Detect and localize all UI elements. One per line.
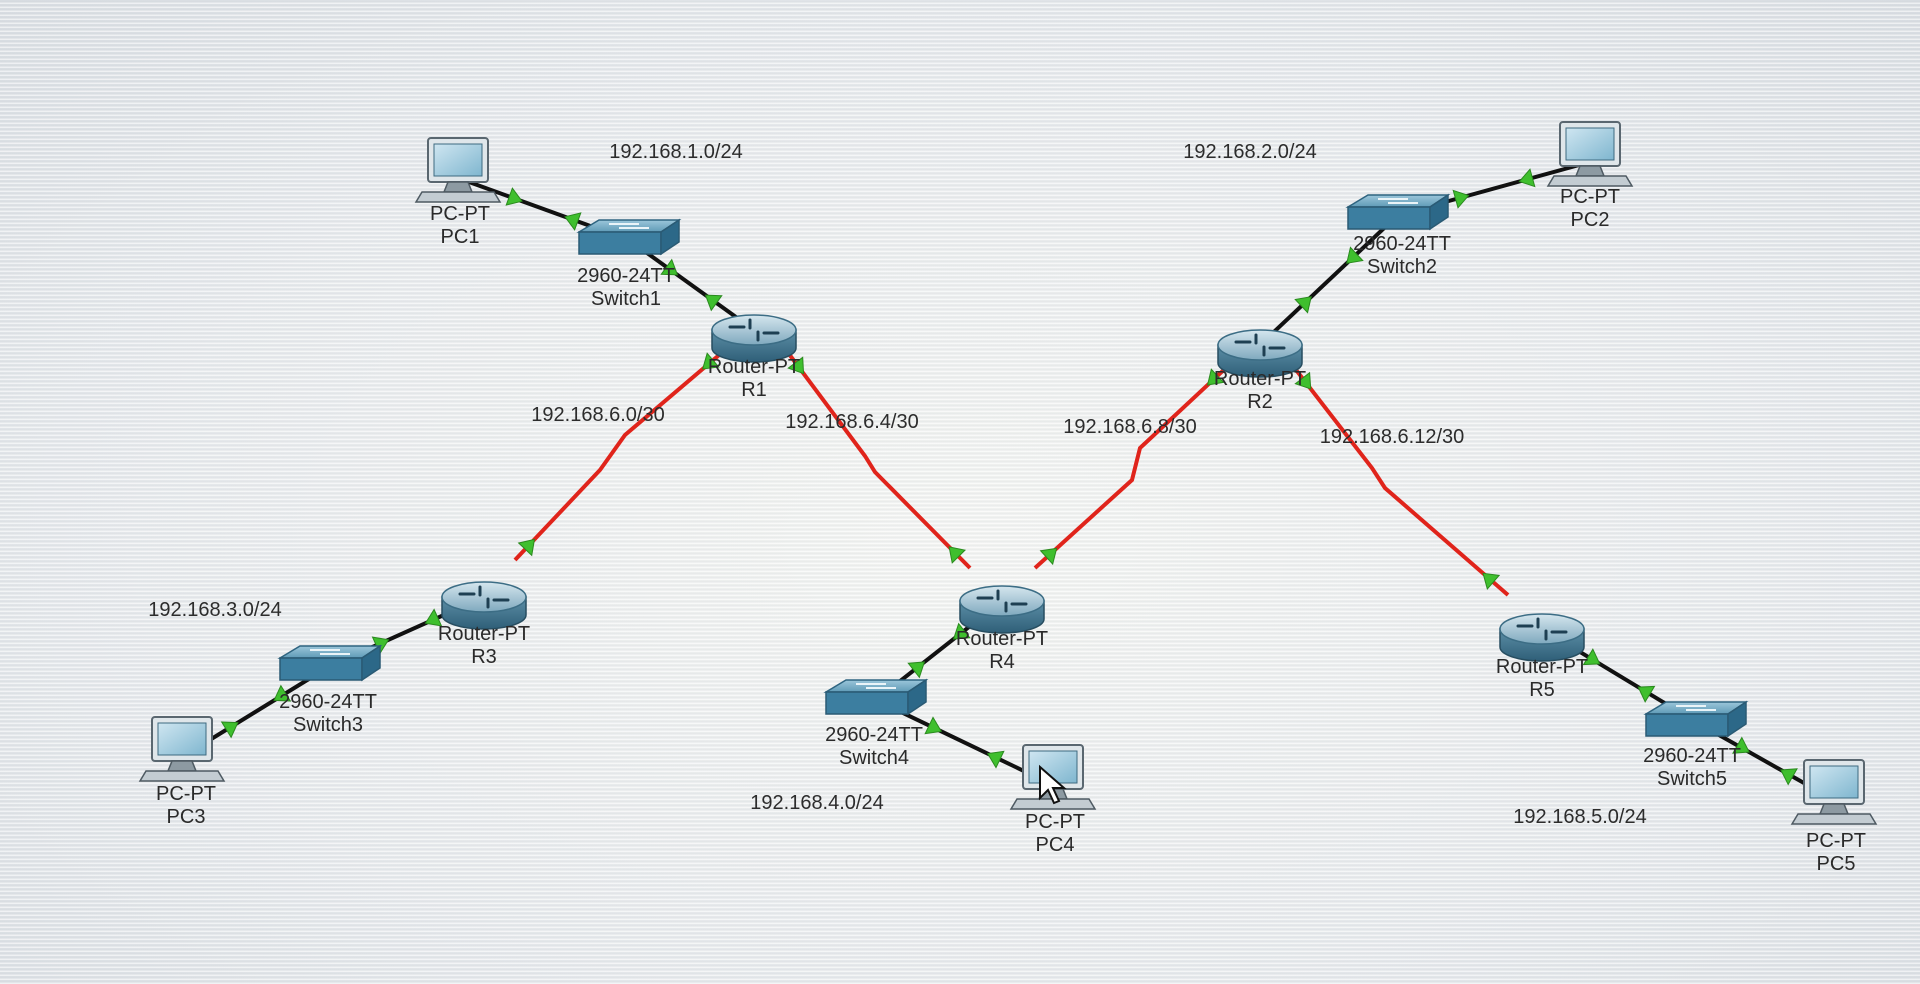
router-icon[interactable] <box>1499 613 1585 662</box>
device-name-label: Switch1 <box>591 288 661 310</box>
link-status-light-icon <box>1637 685 1656 703</box>
device-name-label: Switch5 <box>1657 768 1727 790</box>
link-status-light-icon <box>1039 547 1058 566</box>
device-name-label: Switch3 <box>293 714 363 736</box>
device-model-label: Router-PT <box>708 356 800 378</box>
device-model-label: PC-PT <box>156 783 216 805</box>
serial-link-r1-r3[interactable] <box>513 348 727 562</box>
pc-icon[interactable] <box>414 137 502 203</box>
device-name-label: PC4 <box>1036 834 1075 856</box>
link-status-light-icon <box>424 608 443 627</box>
network-address-label-wan1: 192.168.6.0/30 <box>531 404 664 426</box>
device-name-label: PC2 <box>1571 209 1610 231</box>
serial-link-r2-r5[interactable] <box>1291 364 1510 597</box>
serial-link-r1-r4[interactable] <box>784 348 972 570</box>
link-status-light-icon <box>1780 768 1798 786</box>
switch-icon[interactable] <box>576 218 682 256</box>
link-status-light-icon <box>986 750 1005 769</box>
device-model-label: 2960-24TT <box>825 724 923 746</box>
link-lights-layer <box>220 168 1798 786</box>
pc-icon[interactable] <box>1546 121 1634 187</box>
link-status-light-icon <box>1346 246 1364 264</box>
device-model-label: Router-PT <box>956 628 1048 650</box>
device-model-label: Router-PT <box>1496 656 1588 678</box>
device-name-label: R3 <box>471 646 497 668</box>
network-address-label-wan2: 192.168.6.4/30 <box>785 411 918 433</box>
link-status-light-icon <box>220 721 239 739</box>
ethernet-link-sw2-r2[interactable] <box>1258 213 1400 347</box>
router-icon[interactable] <box>441 581 527 630</box>
link-status-light-icon <box>273 684 292 702</box>
link-status-light-icon <box>1294 296 1312 314</box>
device-model-label: PC-PT <box>1806 830 1866 852</box>
network-address-label-lan3: 192.168.3.0/24 <box>148 599 281 621</box>
device-name-label: R2 <box>1247 391 1273 413</box>
link-status-light-icon <box>907 661 926 679</box>
switch-icon[interactable] <box>823 678 929 716</box>
link-status-light-icon <box>948 546 967 564</box>
network-labels-layer: 192.168.1.0/24 192.168.2.0/24 192.168.3.0/… <box>148 141 1646 828</box>
links-layer <box>180 160 1835 802</box>
ethernet-link-sw1-r1[interactable] <box>627 238 756 332</box>
link-status-light-icon <box>787 356 805 375</box>
device-model-label: 2960-24TT <box>577 265 675 287</box>
network-address-label-lan5: 192.168.5.0/24 <box>1513 806 1646 828</box>
link-status-light-icon <box>1206 368 1225 386</box>
router-icon[interactable] <box>1217 329 1303 378</box>
link-status-light-icon <box>702 352 720 370</box>
link-status-light-icon <box>1518 168 1536 188</box>
device-name-label: Switch2 <box>1367 256 1437 278</box>
network-address-label-lan2: 192.168.2.0/24 <box>1183 141 1316 163</box>
device-model-label: PC-PT <box>1025 811 1085 833</box>
switch-icon[interactable] <box>1643 700 1749 738</box>
mouse-pointer-icon <box>1039 764 1067 805</box>
link-status-light-icon <box>704 294 723 312</box>
device-name-label: R1 <box>741 379 767 401</box>
link-status-light-icon <box>952 622 971 640</box>
link-status-light-icon <box>517 538 536 557</box>
device-model-label: 2960-24TT <box>1643 745 1741 767</box>
serial-link-r2-r4[interactable] <box>1033 364 1230 570</box>
device-model-label: PC-PT <box>430 203 490 225</box>
device-name-label: PC3 <box>167 806 206 828</box>
switch-icon[interactable] <box>277 644 383 682</box>
router-icon[interactable] <box>711 314 797 363</box>
device-name-label: PC1 <box>441 226 480 248</box>
device-model-label: Router-PT <box>438 623 530 645</box>
link-status-light-icon <box>660 258 679 276</box>
network-address-label-lan1: 192.168.1.0/24 <box>609 141 742 163</box>
device-model-label: PC-PT <box>1560 186 1620 208</box>
link-status-light-icon <box>924 716 943 735</box>
link-status-light-icon <box>1482 572 1501 590</box>
link-status-light-icon <box>1294 371 1312 390</box>
device-name-label: R4 <box>989 651 1015 673</box>
network-address-label-lan4: 192.168.4.0/24 <box>750 792 883 814</box>
device-name-label: R5 <box>1529 679 1555 701</box>
link-status-light-icon <box>1582 648 1601 666</box>
pc-icon[interactable] <box>1790 759 1878 825</box>
link-status-light-icon <box>505 187 523 206</box>
device-name-label: Switch4 <box>839 747 909 769</box>
link-status-light-icon <box>564 212 582 231</box>
link-status-light-icon <box>1732 736 1750 754</box>
network-address-label-wan4: 192.168.6.12/30 <box>1320 426 1465 448</box>
router-icon[interactable] <box>959 585 1045 634</box>
device-model-label: 2960-24TT <box>279 691 377 713</box>
network-address-label-wan3: 192.168.6.8/30 <box>1063 416 1196 438</box>
switch-icon[interactable] <box>1345 193 1451 231</box>
pc-icon[interactable] <box>138 716 226 782</box>
devices-layer: PC-PTPC12960-24TTSwitch1Router-PTR1PC-PT… <box>138 121 1878 875</box>
device-model-label: 2960-24TT <box>1353 233 1451 255</box>
link-status-light-icon <box>1452 189 1470 209</box>
device-name-label: PC5 <box>1817 853 1856 875</box>
device-model-label: Router-PT <box>1214 368 1306 390</box>
